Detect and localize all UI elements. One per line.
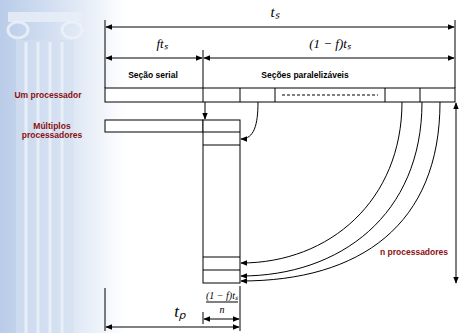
dimension-label: n processadores — [378, 248, 450, 257]
fraction-numerator: (1 − f)tₛ — [206, 290, 238, 301]
serial-time: ftₛ — [156, 37, 167, 51]
dimension-lines — [105, 20, 456, 331]
total-time: tₛ — [270, 4, 279, 21]
row-label: Um processador — [14, 91, 81, 100]
single-processor-bar — [105, 88, 455, 102]
section-label: Seções paralelizáveis — [261, 71, 348, 80]
background-pillar — [0, 0, 125, 333]
parallel-total-time: tₚ — [174, 303, 186, 322]
multi-processor-column — [105, 120, 240, 283]
section-label: Seção serial — [128, 71, 178, 80]
parallel-time: (1 − f)tₛ — [309, 37, 351, 51]
fraction-denominator: n — [220, 304, 225, 315]
row-label: Múltiplos processadores — [12, 122, 92, 141]
